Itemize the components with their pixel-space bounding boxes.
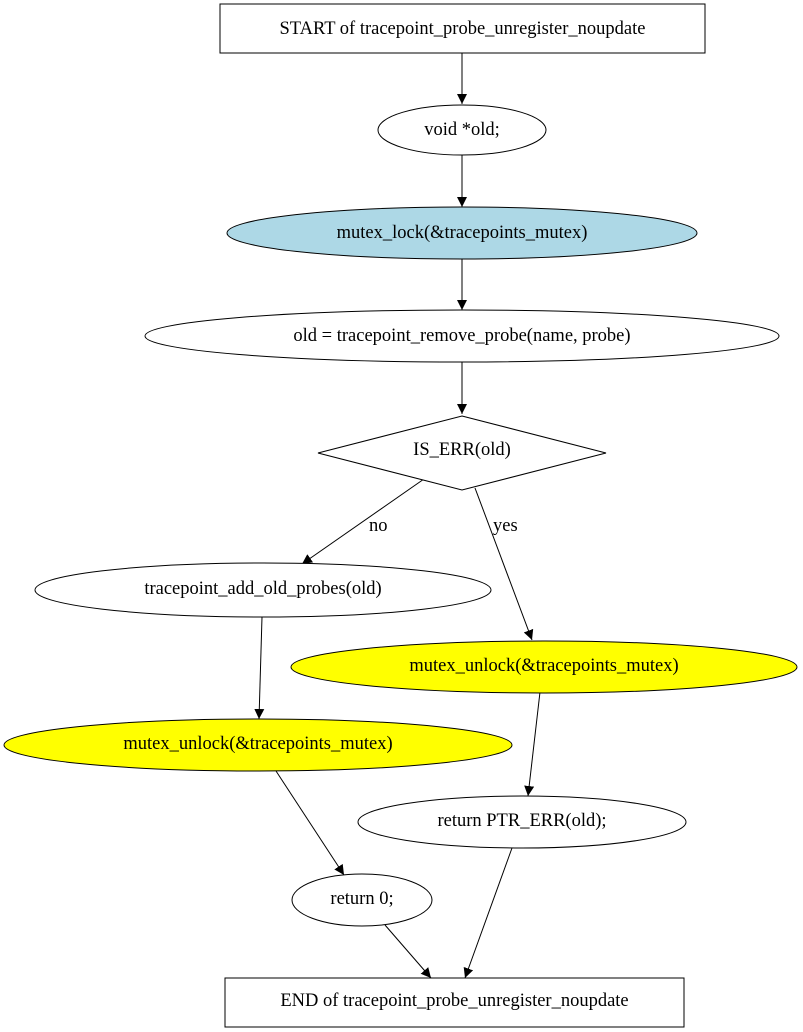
mutex-lock-node: mutex_lock(&tracepoints_mutex) [226, 206, 698, 260]
return-ptr-err-ellipse [357, 795, 687, 849]
mutex-lock-label: mutex_lock(&tracepoints_mutex) [337, 223, 588, 243]
edge-label-no: no [369, 516, 388, 536]
edge-addold-to-unlock [254, 616, 265, 720]
return-ptr-err-node: return PTR_ERR(old); [357, 795, 687, 849]
is-err-diamond [317, 415, 607, 491]
return-zero-node: return 0; [291, 873, 433, 927]
end-node-label: END of tracepoint_probe_unregister_noupd… [280, 991, 628, 1011]
unlock-no-label: mutex_unlock(&tracepoints_mutex) [123, 734, 392, 754]
unlock-yes-ellipse [290, 640, 798, 694]
remove-probe-node: old = tracepoint_remove_probe(name, prob… [144, 309, 780, 363]
unlock-yes-node: mutex_unlock(&tracepoints_mutex) [290, 640, 798, 694]
remove-probe-label: old = tracepoint_remove_probe(name, prob… [293, 326, 630, 346]
edge-unlock-to-returnptr [524, 691, 541, 797]
start-node-box [219, 3, 706, 54]
add-old-probes-label: tracepoint_add_old_probes(old) [144, 579, 381, 599]
edge-returnptr-to-end [463, 847, 513, 979]
add-old-probes-node: tracepoint_add_old_probes(old) [34, 562, 492, 618]
start-node-label: START of tracepoint_probe_unregister_nou… [280, 19, 646, 39]
is-err-node: IS_ERR(old) [317, 415, 607, 491]
return-ptr-err-label: return PTR_ERR(old); [437, 811, 606, 831]
edge-iserr-yes [474, 487, 534, 641]
return-zero-ellipse [291, 873, 433, 927]
unlock-no-node: mutex_unlock(&tracepoints_mutex) [3, 718, 513, 772]
remove-probe-ellipse [144, 309, 780, 363]
unlock-yes-label: mutex_unlock(&tracepoints_mutex) [409, 656, 678, 676]
decl-old-node: void *old; [377, 104, 547, 156]
end-node-box [224, 977, 685, 1028]
is-err-label: IS_ERR(old) [413, 440, 511, 460]
edge-returnzero-to-end [384, 924, 432, 979]
decl-old-label: void *old; [424, 120, 500, 140]
nodes: START of tracepoint_probe_unregister_nou… [3, 3, 798, 1028]
mutex-lock-ellipse [226, 206, 698, 260]
add-old-probes-ellipse [34, 562, 492, 618]
edge-iserr-no [301, 478, 425, 565]
decl-old-ellipse [377, 104, 547, 156]
start-node: START of tracepoint_probe_unregister_nou… [219, 3, 706, 54]
edges: no yes [254, 53, 541, 979]
unlock-no-ellipse [3, 718, 513, 772]
edge-label-yes: yes [493, 516, 518, 536]
return-zero-label: return 0; [330, 889, 393, 909]
end-node: END of tracepoint_probe_unregister_noupd… [224, 977, 685, 1028]
edge-unlock-to-returnzero [275, 770, 345, 876]
